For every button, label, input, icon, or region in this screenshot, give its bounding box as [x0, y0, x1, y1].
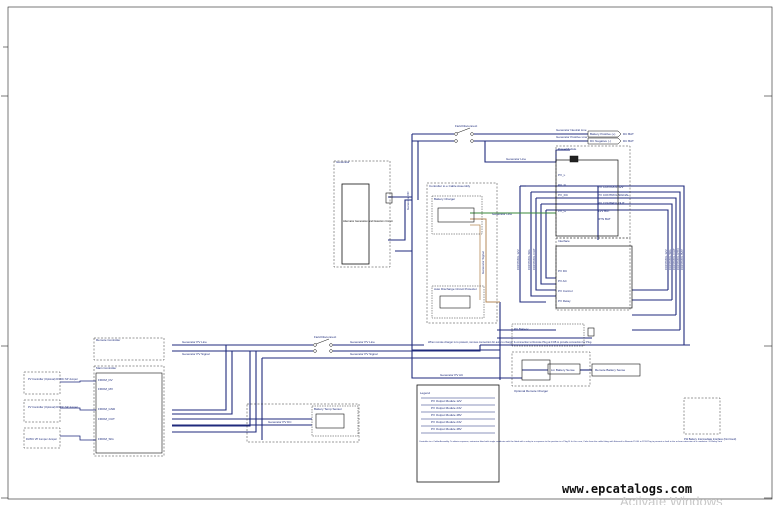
- legend-row-1: PV Output Module 12V: [431, 399, 462, 403]
- wl-lower-a: Generator PV AC: [440, 373, 464, 377]
- pin-labels: FROM_DV FROM_MV FROM_GND FROM_OUT FROM_S…: [98, 173, 630, 441]
- pin-i-1: PV DC: [558, 269, 568, 273]
- right-small-box: FW Battery Intermediate Interface (Not U…: [683, 397, 736, 441]
- vt-4: CONTROL RTN: [676, 248, 680, 270]
- vt-1: CONTROL 12V: [664, 249, 668, 270]
- wl-lower-b: Generator PV DC: [268, 420, 292, 424]
- power-module: PowerModule Interface: [555, 145, 633, 311]
- generator-inner-label: Alternator Generation and Detection Circ…: [343, 219, 393, 223]
- tan-signal-wire-2: [470, 224, 481, 300]
- pin-r-5: RTN BAT: [598, 217, 611, 221]
- wl-top-bus: Generator Line: [506, 157, 526, 161]
- wl-vert-a: Generator DC: [406, 190, 410, 210]
- vt-5: CONTROL BAT: [680, 249, 684, 270]
- pin-pm-1: PV_L: [558, 173, 566, 177]
- legend-row-3: PV Output Module 48V: [431, 413, 462, 417]
- charger-note-text: When remote charger is to present, remov…: [428, 340, 592, 344]
- pin-pm-4: PV_G: [558, 209, 567, 213]
- pin-i-5: PV Battery: [514, 327, 529, 331]
- lin-battery-label: Lin Battery Sense: [551, 368, 575, 372]
- pv3-label: DV/DC VP Jumper Jumper: [26, 437, 57, 441]
- pin-main-4: FROM_OUT: [98, 417, 115, 421]
- wl-mid-a: Generator PV Line: [182, 340, 207, 344]
- os-watermark: Activate Windows: [620, 494, 723, 505]
- wl-top-a: Generator Neutral Line: [556, 128, 587, 132]
- pv1-label: PV Controller (Optional) DV/DC SP Jumper: [28, 377, 78, 381]
- generator-box: Generator Alternator Generation and Dete…: [333, 160, 393, 268]
- legend-row-5: PV Output Module 48V: [431, 427, 462, 431]
- tan-signal-wire: [470, 218, 500, 303]
- wl-top-b: Generator Positive Line: [556, 135, 588, 139]
- pin-main-2: FROM_MV: [98, 387, 113, 391]
- vertical-tags: CONTROL 12V CONTROL SIG CONTROL OUT CONT…: [516, 248, 684, 270]
- vt-8: CONTROL OUT: [532, 248, 536, 270]
- pin-main-5: FROM_SIG: [98, 437, 114, 441]
- pin-i-3: PV Control: [558, 289, 573, 293]
- tag-suffix-2: DC BAT: [623, 139, 634, 143]
- wire-bundle: [172, 133, 690, 440]
- legend-note: Controller to e Cable Assembly. To obtai…: [419, 440, 722, 443]
- tag-negative: DC Negative (-): [590, 139, 611, 143]
- wl-mid-b2: Generator PV Signal: [350, 352, 378, 356]
- charger-label: Battery Charger: [434, 197, 455, 201]
- vt-3: CONTROL OUT: [672, 248, 676, 270]
- cable-assembly-label: Controller to e Cable Assembly: [429, 184, 471, 188]
- cable-assembly-box: Controller to e Cable Assembly Battery C…: [426, 182, 498, 324]
- pin-pm-2: PV_N: [558, 183, 566, 187]
- remote-battery-label: Remote Battery Sense: [595, 368, 626, 372]
- optional-charger-box: Optional Remote Charger Lin Battery Sens…: [511, 323, 641, 393]
- optional-charger-label: Optional Remote Charger: [514, 389, 548, 393]
- field-disconnect-top: Field Disconnect: [454, 124, 477, 143]
- pin-main-1: FROM_DV: [98, 378, 113, 382]
- legend-box: Legend: [416, 384, 500, 483]
- wl-vert-b: Generator Signal: [481, 251, 485, 274]
- website-url: www.epcatalogs.com: [562, 482, 692, 496]
- pin-r-1: PV CONTROL 12V: [598, 185, 624, 189]
- pin-r-4: 12V BAT: [598, 209, 610, 213]
- pin-pm-3: PV_DC: [558, 193, 569, 197]
- pin-i-4: PV Relay: [558, 299, 571, 303]
- wire-labels: Generator Line Generator Neutral Line Ge…: [182, 128, 588, 424]
- legend-header: Legend: [420, 391, 430, 395]
- discharge-label: Auto Discharge Circuit Protector: [434, 287, 477, 291]
- pin-r-2: PV CONTROL SIGNAL: [598, 193, 630, 197]
- temp-sensor-label: Battery Temp Sensor: [314, 407, 342, 411]
- pv2-label: PV Controller (Optional) DV/DC SP Jumper: [28, 405, 78, 409]
- legend-row-2: PV Output Module 24V: [431, 406, 462, 410]
- legend-row-4: PV Output Module 24V: [431, 420, 462, 424]
- wl-mid-a2: Generator PV Line: [350, 340, 375, 344]
- pv-controller-boxes: PV Controller (Optional) DV/DC SP Jumper…: [23, 371, 96, 449]
- remote-controller-box: Remote Controller Main Controller: [93, 337, 165, 457]
- right-box-label: FW Battery Intermediate Interface (Not U…: [684, 437, 736, 441]
- legend-texts: PV Output Module 12V PV Output Module 24…: [431, 399, 462, 431]
- module-label: PowerModule: [558, 147, 577, 151]
- wl-mid-b: Generator PV Signal: [182, 352, 210, 356]
- switch-mid-label: Field Disconnect: [314, 335, 336, 339]
- wl-green: Generator Line: [492, 212, 512, 216]
- vt-2: CONTROL SIG: [668, 249, 672, 270]
- bottom-small-box: Battery Temp Sensor: [246, 403, 360, 443]
- pin-main-3: FROM_GND: [98, 407, 116, 411]
- tag-suffix-1: DC BAT: [623, 132, 634, 136]
- field-disconnect-mid: Field Disconnect: [313, 335, 336, 353]
- pin-r-3: PV CONTROL OUT: [598, 201, 625, 205]
- pin-i-2: PV AC: [558, 279, 568, 283]
- legend-rows: [421, 397, 495, 434]
- switch-top-label: Field Disconnect: [455, 124, 477, 128]
- terminal-tags: Battery Positive (+) DC Negative (-) DC …: [587, 130, 634, 145]
- charger-note: When remote charger is to present, remov…: [428, 340, 592, 344]
- vt-7: CONTROL SIG: [527, 249, 531, 270]
- remote-controller-label: Remote Controller: [96, 338, 120, 342]
- notes: When remote charger is to present, remov…: [419, 340, 722, 443]
- tag-positive: Battery Positive (+): [590, 132, 615, 136]
- vt-6: CONTROL 12V: [516, 249, 520, 270]
- interface-label: Interface: [558, 239, 570, 243]
- generator-label: Generator: [336, 160, 350, 164]
- drawing-border: [7, 6, 773, 500]
- main-controller-label: Main Controller: [96, 366, 116, 370]
